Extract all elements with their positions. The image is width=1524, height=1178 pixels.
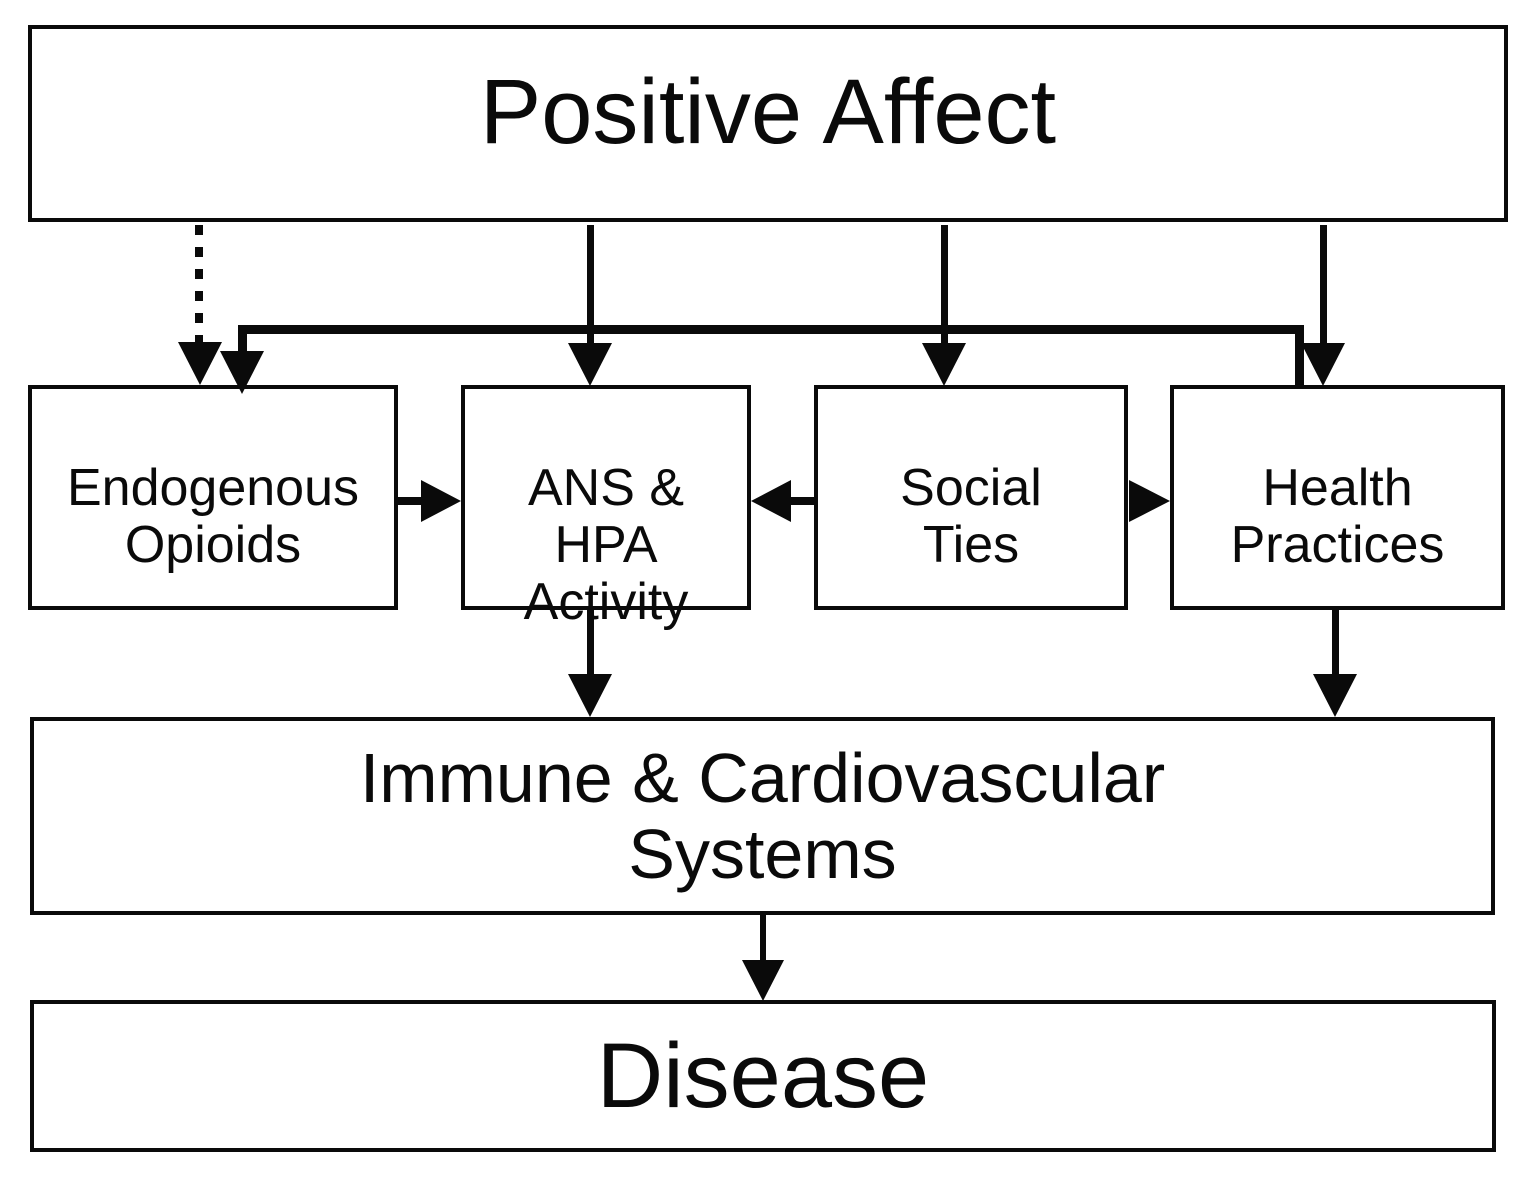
arrow-head-down-icon — [922, 343, 966, 386]
node-positive-affect-label: Positive Affect — [479, 61, 1057, 163]
node-immune-cardiovascular: Immune & Cardiovascular Systems — [30, 717, 1495, 915]
arrow-shaft — [587, 610, 594, 675]
arrow-head-left-icon — [751, 480, 791, 522]
arrow-shaft — [587, 225, 594, 345]
arrow-shaft — [789, 497, 814, 505]
elbow-horizontal-bar — [238, 325, 1304, 334]
arrow-head-right-icon — [1129, 480, 1170, 522]
node-social-ties-label: Social Ties — [900, 459, 1042, 574]
node-endogenous-opioids: Endogenous Opioids — [28, 385, 398, 610]
node-health-practices-label: Health Practices — [1230, 459, 1445, 574]
node-endogenous-opioids-label: Endogenous Opioids — [66, 459, 360, 574]
arrow-shaft — [760, 915, 766, 961]
node-ans-hpa-activity-label: ANS & HPA Activity — [523, 459, 689, 631]
arrow-shaft — [1320, 225, 1327, 345]
arrow-head-right-icon — [421, 480, 461, 522]
arrow-head-down-icon — [178, 342, 222, 385]
elbow-left-leg — [238, 325, 247, 353]
node-ans-hpa-activity: ANS & HPA Activity — [461, 385, 751, 631]
arrow-head-down-icon — [1301, 343, 1345, 386]
dotted-arrow-shaft — [195, 225, 203, 343]
arrow-head-down-icon — [1313, 674, 1357, 717]
arrow-head-down-icon — [568, 674, 612, 717]
arrow-shaft — [398, 497, 423, 505]
node-social-ties: Social Ties — [814, 385, 1128, 610]
arrow-head-down-icon — [742, 960, 784, 1001]
arrow-shaft — [1332, 610, 1339, 675]
arrow-head-down-icon — [220, 351, 264, 394]
elbow-right-leg — [1295, 325, 1304, 385]
arrow-head-down-icon — [568, 343, 612, 386]
node-disease: Disease — [30, 1000, 1496, 1152]
node-health-practices: Health Practices — [1170, 385, 1505, 610]
arrow-shaft — [941, 225, 948, 345]
node-positive-affect: Positive Affect — [28, 25, 1508, 222]
node-disease-label: Disease — [596, 1024, 930, 1127]
node-immune-cardiovascular-label: Immune & Cardiovascular Systems — [359, 739, 1166, 893]
